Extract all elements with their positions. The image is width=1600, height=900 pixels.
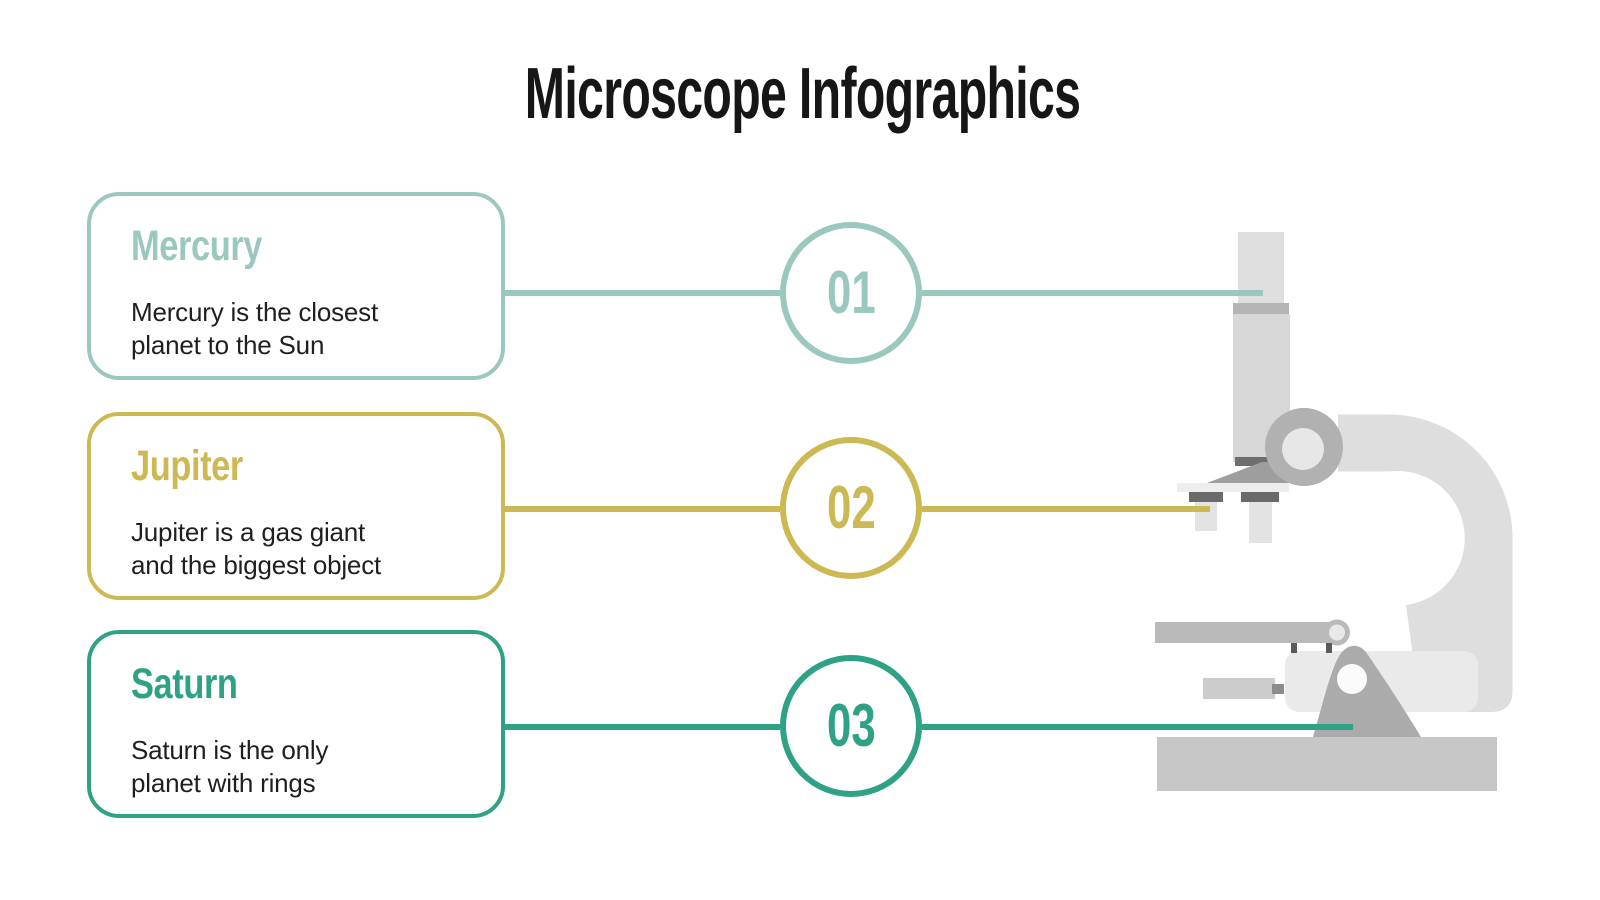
step-number-03: 03 <box>826 692 876 759</box>
connector-line-left-saturn <box>503 724 780 730</box>
connector-line-right-jupiter <box>922 506 1210 512</box>
microscope-arm <box>1338 414 1513 712</box>
step-number-02: 02 <box>826 474 876 541</box>
microscope-focus-knob <box>1265 408 1343 486</box>
connector-line-right-saturn <box>922 724 1353 730</box>
step-badge-03: 03 <box>780 655 922 797</box>
microscope-body-tube <box>1233 314 1290 462</box>
microscope-stage-tip-center <box>1329 624 1345 641</box>
step-badge-02: 02 <box>780 437 922 579</box>
microscope-tube-band <box>1233 303 1289 314</box>
microscope-mirror-arm <box>1203 678 1275 699</box>
microscope-objective-mount-left <box>1189 492 1223 502</box>
connector-line-right-mercury <box>922 290 1263 296</box>
card-description-jupiter: Jupiter is a gas giant and the biggest o… <box>131 517 382 580</box>
card-title-mercury: Mercury <box>131 222 263 270</box>
microscope-nosepiece-plate <box>1177 483 1289 492</box>
microscope-base <box>1157 737 1497 791</box>
microscope-stage-tip <box>1324 619 1350 646</box>
microscope-stage-clip-left <box>1291 643 1297 653</box>
card-saturn: Saturn Saturn is the only planet with ri… <box>87 630 505 818</box>
card-description-mercury: Mercury is the closest planet to the Sun <box>131 297 379 360</box>
microscope-focus-knob-center <box>1282 428 1324 470</box>
card-title-jupiter: Jupiter <box>131 442 243 490</box>
microscope-nosepiece-collar <box>1235 457 1273 466</box>
microscope-pivot <box>1337 664 1367 694</box>
connector-line-left-mercury <box>503 290 780 296</box>
microscope-stage <box>1155 622 1337 643</box>
microscope-mirror-joint <box>1272 684 1284 694</box>
step-number-01: 01 <box>826 259 876 326</box>
card-mercury: Mercury Mercury is the closest planet to… <box>87 192 505 380</box>
page-title: Microscope Infographics <box>525 54 1081 134</box>
card-jupiter: Jupiter Jupiter is a gas giant and the b… <box>87 412 505 600</box>
microscope-stage-clip-right <box>1326 643 1332 653</box>
card-title-saturn: Saturn <box>131 660 238 708</box>
card-description-saturn: Saturn is the only planet with rings <box>131 735 329 798</box>
microscope-nosepiece <box>1207 462 1289 483</box>
step-badge-01: 01 <box>780 222 922 364</box>
connector-line-left-jupiter <box>503 506 780 512</box>
microscope-objective-mount-right <box>1241 492 1279 502</box>
microscope-body-block <box>1285 651 1478 712</box>
microscope-objective-right <box>1249 502 1272 543</box>
